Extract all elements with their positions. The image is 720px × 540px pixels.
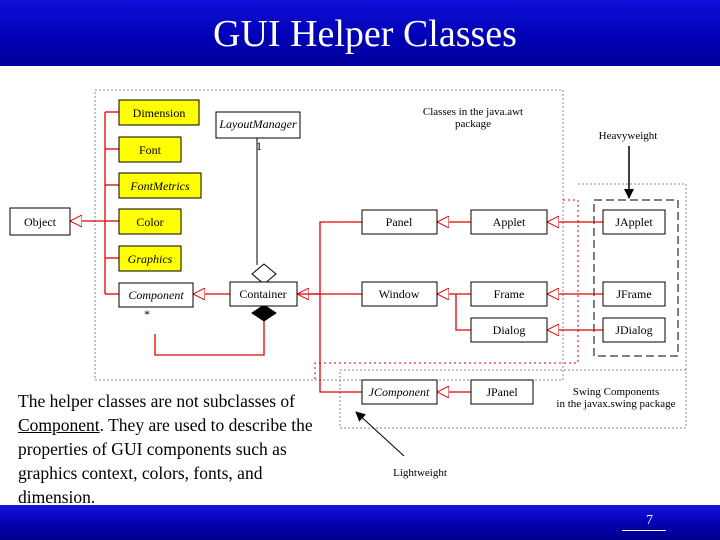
body-text-end: . They are used to describe the properti… — [18, 415, 313, 507]
class-applet-label: Applet — [493, 215, 526, 229]
class-fontmetrics: FontMetrics — [118, 172, 202, 199]
heavyweight-group-border — [593, 199, 679, 357]
component-multiplicity: * — [144, 307, 150, 321]
title-bar: GUI Helper Classes — [0, 0, 720, 66]
aggregation-diamond — [251, 263, 277, 285]
class-window: Window — [361, 281, 438, 307]
awt-note-line1: Classes in the java.awt — [422, 106, 524, 118]
class-graphics-label: Graphics — [128, 252, 173, 266]
class-container-label: Container — [239, 287, 286, 301]
class-japplet: JApplet — [602, 209, 666, 235]
swing-package-border — [339, 369, 687, 429]
class-object: Object — [9, 207, 71, 236]
panel-to-container-link — [297, 221, 362, 294]
awt-package-note: Classes in the java.awt package — [408, 106, 538, 130]
awt-note-line2: package — [454, 118, 492, 130]
container-component-composition-link — [154, 319, 265, 356]
class-jdialog: JDialog — [602, 317, 666, 343]
class-jframe: JFrame — [602, 281, 666, 307]
swing-package-note: Swing Components in the javax.swing pack… — [548, 386, 684, 410]
class-window-label: Window — [379, 287, 420, 301]
slide-title: GUI Helper Classes — [213, 13, 517, 55]
swing-bracket — [578, 183, 687, 370]
class-object-label: Object — [24, 215, 57, 229]
body-text-start: The helper classes are not subclasses of — [18, 391, 295, 411]
class-japplet-label: JApplet — [615, 215, 653, 229]
class-frame-label: Frame — [494, 287, 525, 301]
dialog-to-window-link — [455, 294, 471, 331]
layoutmanager-multiplicity: 1 — [256, 139, 262, 153]
class-dimension-label: Dimension — [133, 106, 186, 120]
class-applet: Applet — [470, 209, 548, 235]
class-container: Container — [229, 281, 298, 307]
class-color-label: Color — [136, 215, 163, 229]
swing-note-line2: in the javax.swing package — [556, 398, 676, 410]
class-layoutmanager: LayoutManager — [215, 111, 301, 139]
class-fontmetrics-label: FontMetrics — [129, 179, 190, 193]
composition-diamond — [251, 304, 277, 322]
class-component-label: Component — [128, 288, 184, 302]
lightweight-arrow — [355, 411, 405, 457]
class-jpanel-label: JPanel — [486, 385, 518, 399]
swing-note-line1: Swing Components — [572, 386, 660, 398]
class-component: Component — [118, 282, 194, 308]
class-dialog: Dialog — [470, 317, 548, 343]
component-link-word: Component — [18, 415, 100, 435]
jcomponent-to-container-link — [319, 294, 362, 393]
class-jframe-label: JFrame — [616, 287, 651, 301]
class-graphics: Graphics — [118, 245, 182, 272]
awt-package-border — [94, 89, 564, 381]
class-frame: Frame — [470, 281, 548, 307]
class-jcomponent-label: JComponent — [369, 385, 430, 399]
slide-body-text: The helper classes are not subclasses of… — [18, 389, 338, 509]
heavyweight-note: Heavyweight — [598, 130, 658, 142]
class-layoutmanager-label: LayoutManager — [218, 117, 297, 131]
class-jpanel: JPanel — [470, 379, 534, 405]
footer-bar — [0, 505, 720, 540]
page-number: 7 — [646, 513, 653, 528]
class-color: Color — [118, 208, 182, 235]
class-font: Font — [118, 136, 182, 163]
class-font-label: Font — [139, 143, 162, 157]
class-dialog-label: Dialog — [493, 323, 526, 337]
class-jdialog-label: JDialog — [615, 323, 652, 337]
class-panel: Panel — [361, 209, 438, 235]
lightweight-note: Lightweight — [393, 467, 447, 479]
awt-extension-border — [314, 199, 579, 380]
class-panel-label: Panel — [386, 215, 413, 229]
page-number-underline — [622, 530, 666, 531]
class-jcomponent: JComponent — [361, 379, 438, 405]
class-dimension: Dimension — [118, 99, 200, 126]
